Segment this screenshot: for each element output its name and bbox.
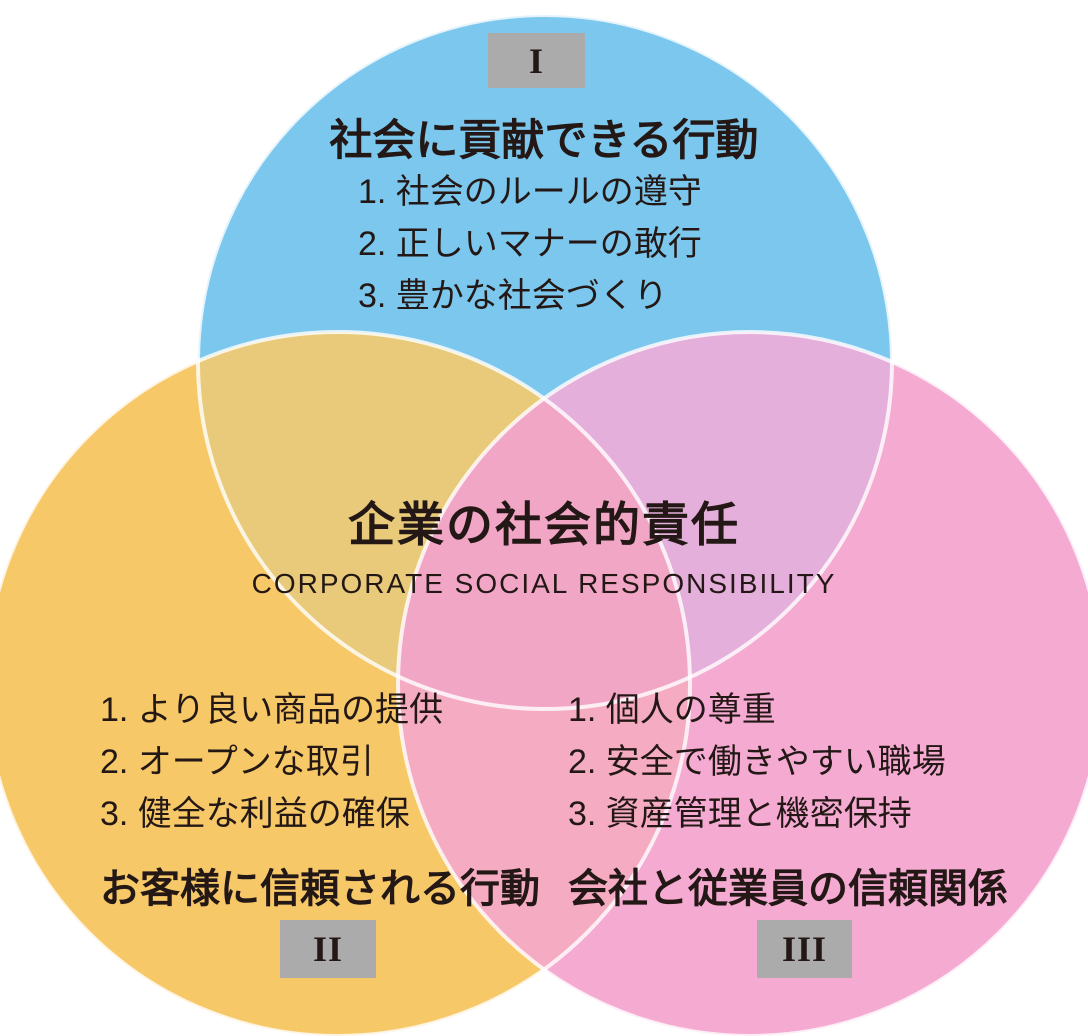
roman-numeral-badge-3: III bbox=[757, 920, 852, 978]
list-item: 3. 健全な利益の確保 bbox=[100, 795, 410, 833]
badge-1-label: I bbox=[528, 40, 544, 81]
overlap-center-triple bbox=[398, 332, 690, 709]
section-3-list: 1. 個人の尊重 2. 安全で働きやすい職場 3. 資産管理と機密保持 bbox=[568, 684, 946, 840]
section-2-title: お客様に信頼される行動 bbox=[100, 867, 540, 911]
circle-yellow-outline bbox=[0, 330, 692, 1036]
badge-2-label: II bbox=[312, 929, 344, 969]
badge-3-label: III bbox=[781, 929, 828, 969]
section-1-title: 社会に貢献できる行動 bbox=[329, 117, 759, 165]
list-item: 2. 安全で働きやすい職場 bbox=[568, 743, 946, 781]
center-subtitle: CORPORATE SOCIAL RESPONSIBILITY bbox=[251, 568, 837, 599]
list-item: 1. 社会のルールの遵守 bbox=[358, 173, 702, 211]
list-item: 2. 正しいマナーの敢行 bbox=[358, 225, 702, 263]
section-3-title: 会社と従業員の信頼関係 bbox=[568, 867, 1008, 911]
roman-numeral-badge-2: II bbox=[280, 920, 376, 978]
list-item: 1. より良い商品の提供 bbox=[100, 691, 444, 729]
list-item: 1. 個人の尊重 bbox=[568, 691, 776, 729]
section-1-list: 1. 社会のルールの遵守 2. 正しいマナーの敢行 3. 豊かな社会づくり bbox=[358, 166, 702, 322]
section-2-list: 1. より良い商品の提供 2. オープンな取引 3. 健全な利益の確保 bbox=[100, 684, 443, 840]
center-title: 企業の社会的責任 bbox=[348, 498, 740, 551]
circle-pink-outline bbox=[396, 330, 1088, 1036]
list-item: 2. オープンな取引 bbox=[100, 743, 374, 781]
list-item: 3. 資産管理と機密保持 bbox=[568, 795, 912, 833]
list-item: 3. 豊かな社会づくり bbox=[358, 277, 668, 315]
roman-numeral-badge-1: I bbox=[488, 33, 585, 88]
center-block: 企業の社会的責任 CORPORATE SOCIAL RESPONSIBILITY bbox=[0, 486, 1088, 600]
